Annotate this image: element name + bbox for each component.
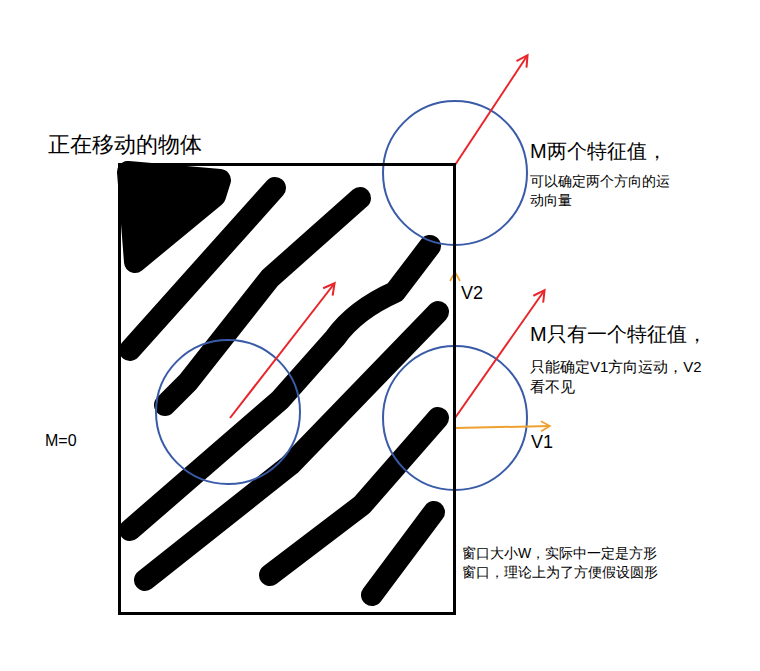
eigen-heading: M只有一个特征值， xyxy=(530,321,707,348)
window-note: 窗口大小W，实际中一定是方形窗口，理论上为了方便假设圆形 xyxy=(462,544,664,582)
eigen-note: 可以确定两个方向的运动向量 xyxy=(530,172,675,210)
object-frame: 正在移动的物体 xyxy=(118,163,456,615)
matrix-note: M=0 xyxy=(45,430,77,452)
eigen-vectors xyxy=(455,272,550,428)
vector-name: V1 xyxy=(531,430,553,454)
window-circles xyxy=(156,101,527,490)
frame-heading: 正在移动的物体 xyxy=(48,130,202,160)
vector-name: V2 xyxy=(461,281,483,305)
eigen-note: 只能确定V1方向运动，V2看不见 xyxy=(530,357,712,398)
eigen-heading: M两个特征值， xyxy=(530,138,667,165)
motion-vectors xyxy=(230,56,544,418)
